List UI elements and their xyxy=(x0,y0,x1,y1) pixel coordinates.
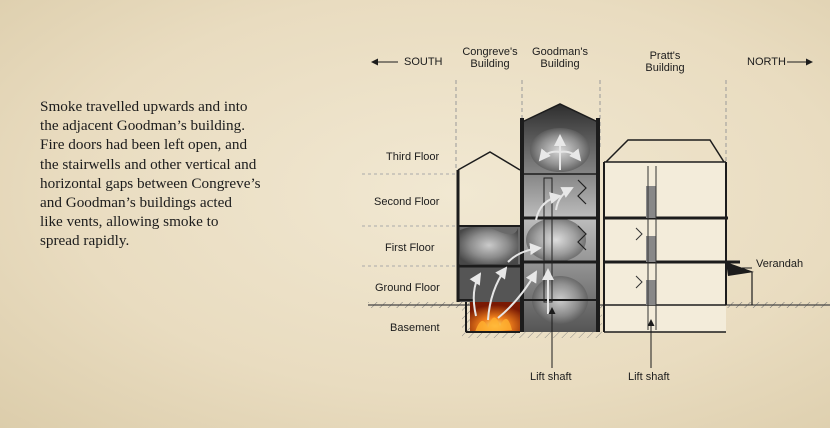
floor-label-first: First Floor xyxy=(385,242,435,254)
description-line: horizontal gaps between Congreve’s xyxy=(40,174,261,192)
south-label: SOUTH xyxy=(404,56,443,68)
floor-label-third: Third Floor xyxy=(386,151,440,163)
description-line: like vents, allowing smoke to xyxy=(40,213,219,231)
floor-label-ground: Ground Floor xyxy=(375,282,440,294)
description-line: Smoke travelled upwards and into xyxy=(40,98,248,115)
pratt-building xyxy=(603,139,754,333)
smoke-arrows xyxy=(469,134,582,321)
lift-shaft-label-goodman: Lift shaft xyxy=(530,371,572,383)
verandah-label: Verandah xyxy=(756,258,804,270)
congreve-building xyxy=(456,151,521,333)
description-line: Fire doors had been left open, and xyxy=(40,136,248,154)
description-line: the stairwells and other vertical and xyxy=(40,155,257,173)
description-line: the adjacent Goodman’s building. xyxy=(40,117,245,135)
floor-label-second: Second Floor xyxy=(374,196,440,208)
floor-guides xyxy=(362,173,456,267)
description-line: and Goodman’s buildings acted xyxy=(40,194,232,212)
verandah-roof xyxy=(726,262,754,276)
lift-shaft-label-pratt: Lift shaft xyxy=(628,371,670,383)
north-label: NORTH xyxy=(747,56,786,68)
description-line: spread rapidly. xyxy=(40,232,130,250)
description-paragraph: Smoke travelled upwards and into the adj… xyxy=(40,97,330,251)
floor-label-basement: Basement xyxy=(390,322,440,334)
